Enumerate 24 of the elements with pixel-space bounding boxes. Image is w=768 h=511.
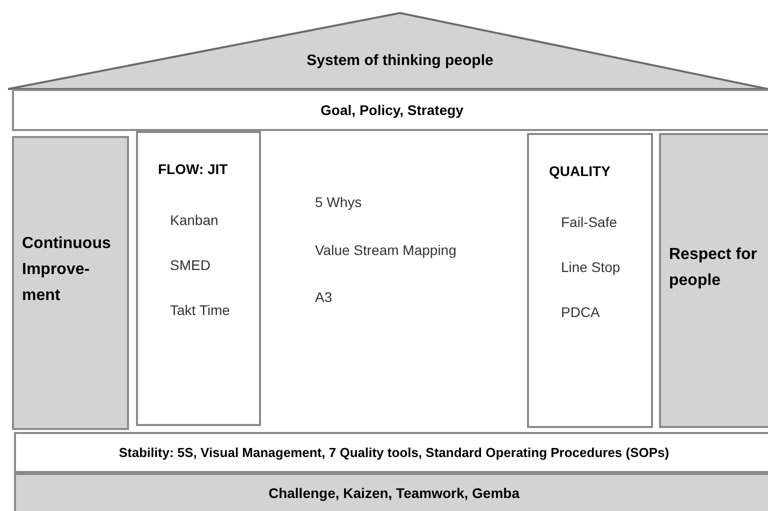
practice-text: Fail-Safe	[561, 213, 618, 232]
practice-text: PDCA	[561, 303, 600, 322]
flow-column	[136, 131, 261, 426]
stability-foundation	[14, 432, 768, 473]
column-heading: QUALITY	[549, 162, 610, 181]
practice-text: Value Stream Mapping	[315, 241, 456, 260]
quality-column	[527, 133, 653, 428]
base-foundation	[14, 473, 768, 511]
pillar-text: Continuous Improve-ment	[22, 234, 112, 306]
practice-text: Line Stop	[561, 258, 620, 277]
left-pillar	[12, 136, 129, 430]
practice-text: Takt Time	[170, 301, 230, 320]
practice-text: 5 Whys	[315, 193, 362, 212]
practice-text: A3	[315, 288, 332, 307]
bar-text: Goal, Policy, Strategy	[320, 100, 464, 120]
bar-text: Challenge, Kaizen, Teamwork, Gemba	[268, 484, 520, 503]
roof-title: System of thinking people	[306, 51, 494, 71]
pillar-text: Respect for people	[669, 244, 758, 290]
column-heading: FLOW: JIT	[158, 160, 228, 179]
practice-text: Kanban	[170, 211, 218, 230]
goal-beam	[12, 89, 768, 131]
practice-text: SMED	[170, 256, 210, 275]
right-pillar	[659, 133, 768, 428]
bar-text: Stability: 5S, Visual Management, 7 Quality tools, Standard Operating Procedures (SOPs)	[118, 444, 670, 462]
